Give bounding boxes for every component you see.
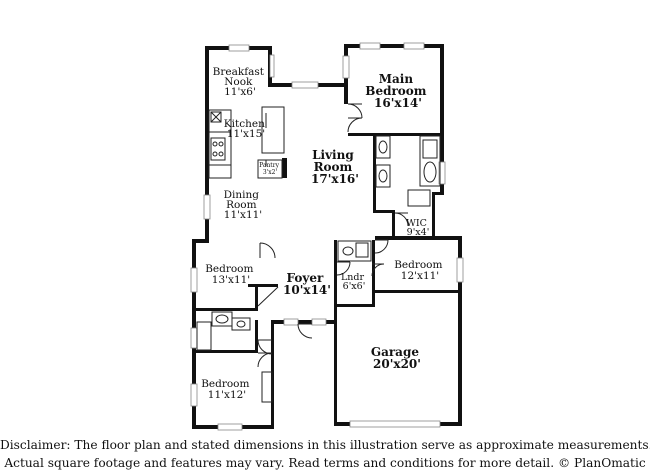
- disclaimer-line-2: Actual square footage and features may v…: [4, 456, 646, 470]
- disclaimer: Disclaimer: The floor plan and stated di…: [0, 436, 650, 472]
- fixtures: [196, 103, 441, 403]
- room-labels: Breakfast Nook 11'x6' Main Bedroom 16'x1…: [201, 66, 446, 401]
- disclaimer-line-1: Disclaimer: The floor plan and stated di…: [0, 438, 650, 452]
- foyer-label: Foyer 10'x14': [283, 271, 331, 297]
- breakfast-nook-label: Breakfast Nook 11'x6': [213, 66, 268, 98]
- main-bedroom-label: Main Bedroom 16'x14': [365, 72, 430, 110]
- floor-plan: Breakfast Nook 11'x6' Main Bedroom 16'x1…: [190, 42, 464, 431]
- laundry-label: Lndr 6'x6': [341, 272, 367, 292]
- bedroom-4-label: Bedroom 11'x12': [201, 378, 253, 401]
- dining-room-label: Dining Room 11'x11': [224, 189, 263, 221]
- pantry-label: Pantry 3'x2': [259, 162, 281, 176]
- living-room-label: Living Room 17'x16': [311, 148, 359, 186]
- bedroom-3-label: Bedroom 12'x11': [394, 259, 446, 282]
- kitchen-label: Kitchen 11'x15': [224, 118, 268, 140]
- wic-label: WIC 9'x4': [406, 218, 430, 238]
- garage-label: Garage 20'x20': [371, 345, 423, 371]
- windows: [190, 42, 464, 431]
- bedroom-2-label: Bedroom 13'x11': [205, 263, 257, 286]
